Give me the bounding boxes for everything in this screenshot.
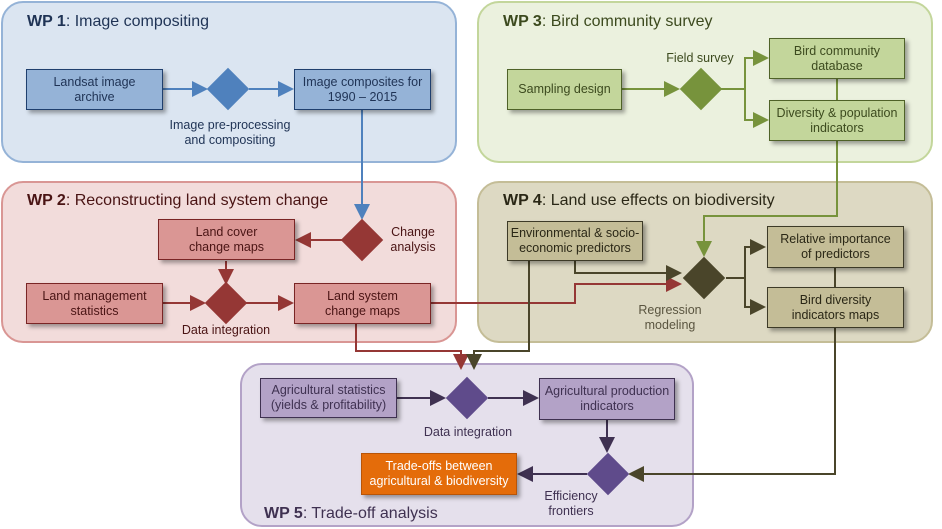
label-regression: Regression modeling — [638, 303, 702, 332]
label-data-integration-wp5: Data integration — [423, 425, 513, 439]
box-diversity-indicators: Diversity & population indicators — [769, 100, 905, 141]
panel-wp5-title: WP 5: Trade-off analysis — [264, 505, 438, 522]
label-preprocessing: Image pre-processing and compositing — [169, 118, 291, 147]
box-image-composites: Image composites for 1990 – 2015 — [294, 69, 431, 110]
box-landsat-archive: Landsat image archive — [26, 69, 163, 110]
panel-wp4-title: WP 4: Land use effects on biodiversity — [503, 192, 775, 209]
box-bird-database: Bird community database — [769, 38, 905, 79]
box-ag-statistics: Agricultural statistics (yields & profit… — [260, 378, 397, 418]
box-land-system-maps: Land system change maps — [294, 283, 431, 324]
box-land-cover-maps: Land cover change maps — [158, 219, 295, 260]
panel-wp2-title: WP 2: Reconstructing land system change — [27, 192, 329, 209]
label-field-survey: Field survey — [666, 51, 734, 65]
panel-wp1-title: WP 1: Image compositing — [27, 13, 210, 30]
box-sampling-design: Sampling design — [507, 69, 622, 110]
box-land-management-stats: Land management statistics — [26, 283, 163, 324]
box-ag-production: Agricultural production indicators — [539, 378, 675, 420]
box-tradeoffs: Trade-offs between agricultural & biodiv… — [361, 453, 517, 495]
panel-wp3-title: WP 3: Bird community survey — [503, 13, 713, 30]
box-bird-diversity-maps: Bird diversity indicators maps — [767, 287, 904, 328]
box-relative-importance: Relative importance of predictors — [767, 226, 904, 268]
label-change-analysis: Change analysis — [390, 225, 436, 254]
box-env-predictors: Environmental & socio- economic predicto… — [507, 221, 643, 261]
label-data-integration-wp2: Data integration — [181, 323, 271, 337]
label-efficiency: Efficiency frontiers — [544, 489, 598, 518]
